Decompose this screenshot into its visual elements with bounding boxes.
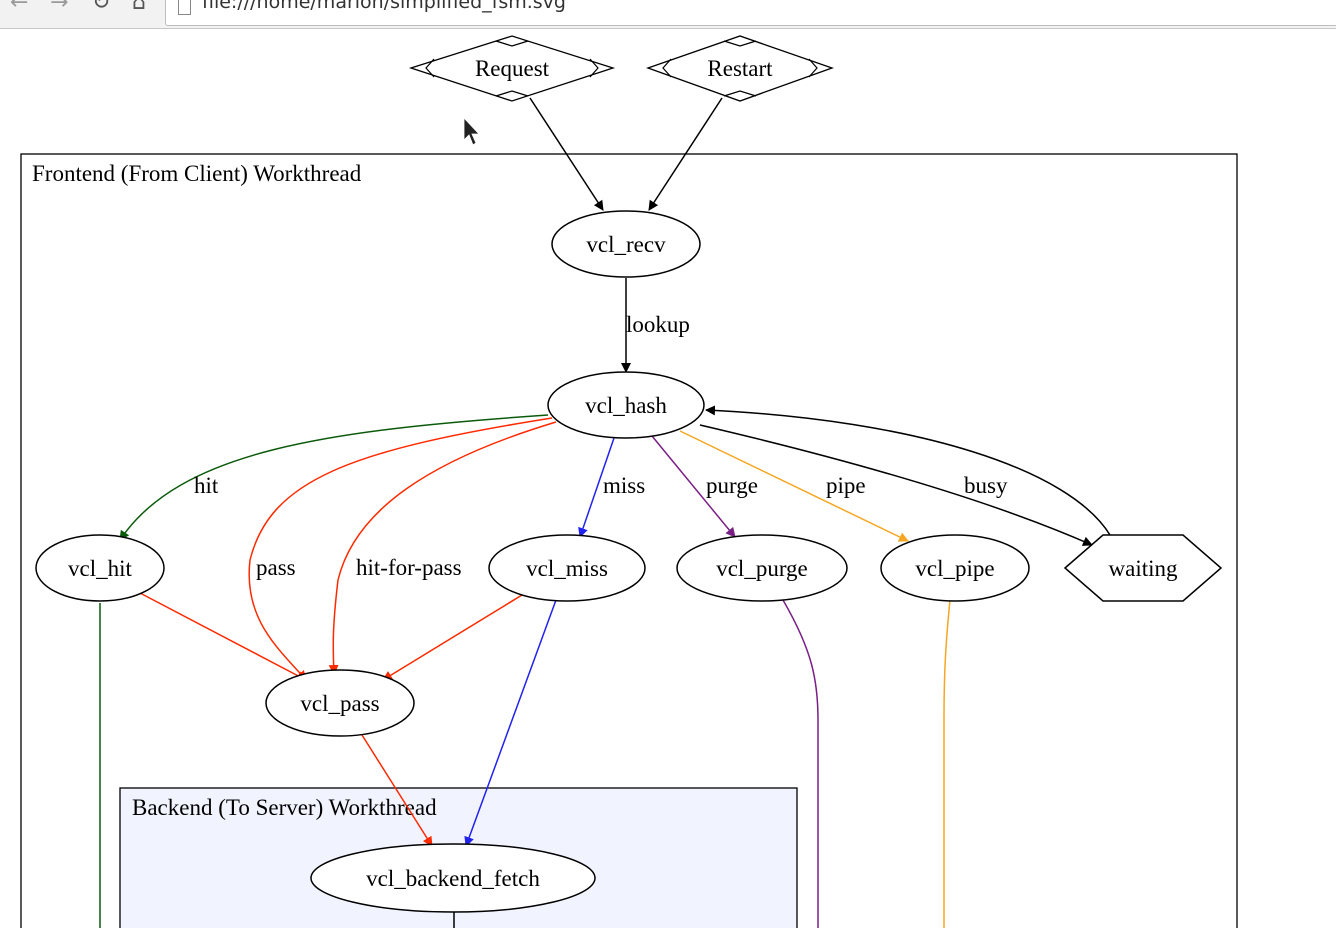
node-vcl-backend-fetch: vcl_backend_fetch xyxy=(310,843,596,913)
edge-hash-miss xyxy=(578,437,615,538)
edge-hash-purge xyxy=(651,435,736,538)
edge-waiting-hash xyxy=(705,405,1111,536)
node-restart-label: Restart xyxy=(707,56,773,81)
edge-hash-hit-for-pass xyxy=(328,421,557,675)
reload-icon[interactable]: ↻ xyxy=(92,0,111,15)
node-vcl-backend-fetch-label: vcl_backend_fetch xyxy=(366,866,540,891)
node-request-label: Request xyxy=(475,56,550,81)
node-vcl-purge: vcl_purge xyxy=(676,534,848,602)
node-waiting: waiting xyxy=(1063,534,1223,602)
edge-label-hit: hit xyxy=(194,473,219,498)
node-waiting-label: waiting xyxy=(1109,556,1178,581)
edge-label-miss: miss xyxy=(603,473,645,498)
edge-pass-backend-fetch xyxy=(361,734,433,847)
node-vcl-hit: vcl_hit xyxy=(35,534,165,602)
forward-arrow-icon[interactable]: → xyxy=(50,0,69,15)
edge-hash-pass xyxy=(248,417,553,681)
node-vcl-miss: vcl_miss xyxy=(488,534,646,602)
fsm-diagram: Frontend (From Client) Workthread Backen… xyxy=(20,35,1238,928)
edge-label-pass: pass xyxy=(256,555,296,580)
edge-pipe-down xyxy=(943,599,951,928)
edge-label-purge: purge xyxy=(706,473,758,498)
edge-label-busy: busy xyxy=(964,473,1008,498)
node-request: Request xyxy=(408,35,616,102)
backend-cluster-label: Backend (To Server) Workthread xyxy=(132,795,437,820)
frontend-cluster-label: Frontend (From Client) Workthread xyxy=(32,161,362,186)
node-vcl-hash: vcl_hash xyxy=(547,371,705,439)
address-bar[interactable]: file:///home/marion/simplified_fsm.svg xyxy=(165,0,1336,26)
edge-request-recv xyxy=(529,97,604,211)
node-vcl-pass: vcl_pass xyxy=(265,669,415,737)
home-icon[interactable]: ⌂ xyxy=(132,0,146,15)
browser-toolbar: ← → ↻ ⌂ file:///home/marion/simplified_f… xyxy=(0,0,1336,29)
edge-label-lookup: lookup xyxy=(626,312,690,337)
node-vcl-recv-label: vcl_recv xyxy=(586,232,666,257)
edge-hash-pipe xyxy=(679,430,909,542)
mouse-cursor-icon xyxy=(463,116,480,146)
edge-hash-waiting xyxy=(699,424,1093,546)
node-vcl-hash-label: vcl_hash xyxy=(585,393,667,418)
back-arrow-icon[interactable]: ← xyxy=(10,0,29,15)
edge-miss-pass xyxy=(382,594,523,681)
edge-miss-backend-fetch xyxy=(464,599,557,847)
node-vcl-purge-label: vcl_purge xyxy=(716,556,808,581)
edge-label-hit-for-pass: hit-for-pass xyxy=(356,555,462,580)
edge-restart-recv xyxy=(648,97,723,211)
edge-hash-hit xyxy=(119,414,549,541)
node-vcl-miss-label: vcl_miss xyxy=(526,556,608,581)
node-restart: Restart xyxy=(646,35,834,102)
node-vcl-hit-label: vcl_hit xyxy=(68,556,132,581)
node-vcl-pipe-label: vcl_pipe xyxy=(915,556,994,581)
url-text: file:///home/marion/simplified_fsm.svg xyxy=(202,0,566,13)
edge-label-pipe: pipe xyxy=(826,473,866,498)
document-icon xyxy=(178,0,191,15)
edge-purge-down xyxy=(782,599,819,928)
edge-hit-pass xyxy=(139,592,307,681)
node-vcl-pipe: vcl_pipe xyxy=(880,534,1030,602)
node-vcl-recv: vcl_recv xyxy=(551,210,701,278)
node-vcl-pass-label: vcl_pass xyxy=(300,691,379,716)
